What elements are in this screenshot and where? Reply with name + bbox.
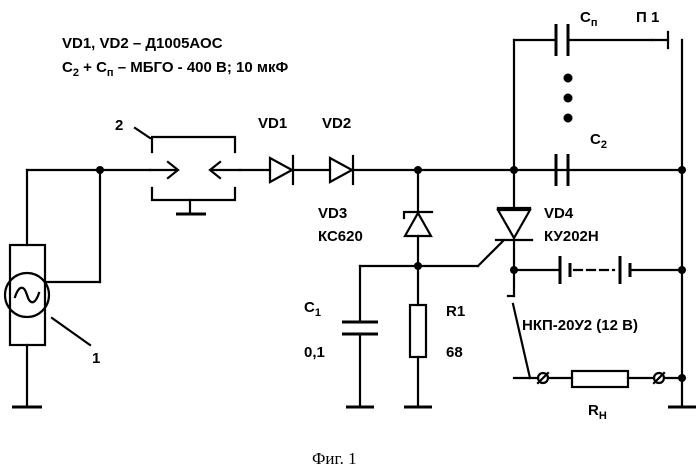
terminal-left: [536, 371, 550, 385]
ellipsis-dot: [563, 73, 573, 83]
diode-vd1: [268, 154, 295, 186]
ac-generator: [3, 243, 51, 347]
battery-label: НКП-20У2 (12 В): [522, 317, 638, 334]
rn-label: RН: [588, 402, 607, 422]
ellipsis-dot: [563, 93, 573, 103]
vd4-type-label: КУ202Н: [544, 228, 599, 245]
switch-blade: [511, 302, 532, 380]
gate-wire: [476, 238, 506, 268]
vd3-label: VD3: [318, 205, 347, 222]
terminal-right: [652, 371, 666, 385]
header-capacitor-spec: С2 + Сп – МБГО - 400 В; 10 мкФ: [62, 59, 288, 79]
cn-label: Сп: [580, 9, 598, 29]
capacitor-c1: [342, 320, 378, 336]
ref-label-1: 1: [92, 350, 100, 367]
r1-value: 68: [446, 344, 463, 361]
c2-label: С2: [590, 131, 607, 151]
vd1-label: VD1: [258, 115, 287, 132]
c1-label: С1: [304, 299, 321, 319]
capacitor-c2: [554, 154, 570, 186]
resistor-r1: [408, 303, 428, 359]
vd3-type-label: КС620: [318, 228, 363, 245]
vd2-label: VD2: [322, 115, 351, 132]
vd4-label: VD4: [544, 205, 574, 222]
p1-label: П 1: [636, 9, 659, 26]
leader-line: [133, 126, 152, 140]
thyristor-vd4: [494, 206, 534, 242]
ellipsis-dot: [563, 113, 573, 123]
battery-symbol: [558, 256, 632, 284]
ref-label-2: 2: [115, 117, 123, 134]
plug-connector: [148, 135, 242, 216]
r1-label: R1: [446, 303, 465, 320]
figure-caption: Фиг. 1: [312, 449, 357, 468]
header-diode-spec: VD1, VD2 – Д1005АОС: [62, 35, 223, 52]
c1-value: 0,1: [304, 344, 325, 361]
zener-diode-vd3: [402, 210, 434, 238]
load-resistor-rn: [570, 369, 630, 389]
leader-line: [50, 316, 92, 347]
capacitor-cn: [554, 24, 570, 56]
diode-vd2: [328, 154, 355, 186]
